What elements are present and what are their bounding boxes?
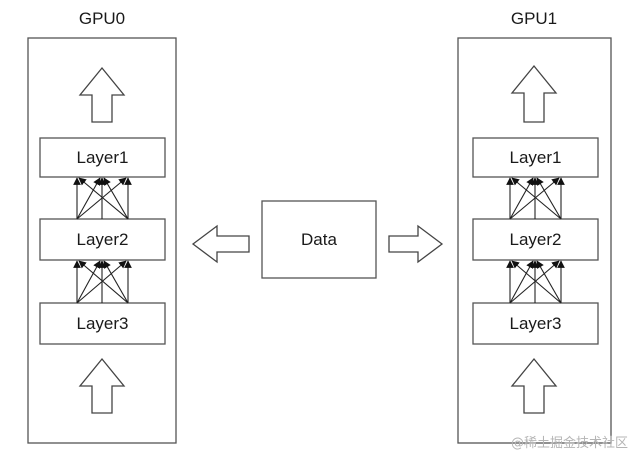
gpu0-layer2-label: Layer2: [77, 230, 129, 249]
gpu1-layer2-box: [472, 218, 599, 261]
gpu1-title: GPU1: [511, 9, 557, 28]
gpu1-connections-l2-l1: [506, 177, 565, 220]
gpu0-panel: GPU0 Layer1 Layer2 Layer3: [27, 9, 177, 444]
gpu1-panel: GPU1 Layer1 Layer2 Layer3: [457, 9, 612, 444]
watermark-text: @稀土掘金技术社区: [511, 435, 628, 451]
gpu0-output-arrow: [78, 66, 126, 123]
gpu1-input-arrow: [510, 357, 558, 414]
gpu1-layer1-box: [472, 137, 599, 178]
data-label: Data: [301, 230, 337, 249]
gpu0-layer3-label: Layer3: [77, 314, 129, 333]
gpu0-layer1-label: Layer1: [77, 148, 129, 167]
gpu1-layer3-box: [472, 302, 599, 345]
gpu1-layer1-label: Layer1: [510, 148, 562, 167]
gpu0-input-arrow: [78, 357, 126, 414]
data-box: [261, 200, 377, 279]
data-to-gpu0-arrow: [191, 224, 250, 264]
gpu0-layer1-box: [39, 137, 166, 178]
gpu0-title: GPU0: [79, 9, 125, 28]
gpu1-connections-l3-l2: [506, 260, 565, 304]
gpu0-layer3-box: [39, 302, 166, 345]
data-to-gpu1-arrow: [388, 224, 444, 264]
gpu1-layer2-label: Layer2: [510, 230, 562, 249]
data-section: Data: [191, 200, 444, 279]
gpu0-connections-l2-l1: [73, 177, 132, 220]
gpu1-layer3-label: Layer3: [510, 314, 562, 333]
gpu0-connections-l3-l2: [73, 260, 132, 304]
gpu1-output-arrow: [510, 64, 558, 123]
gpu0-layer2-box: [39, 218, 166, 261]
